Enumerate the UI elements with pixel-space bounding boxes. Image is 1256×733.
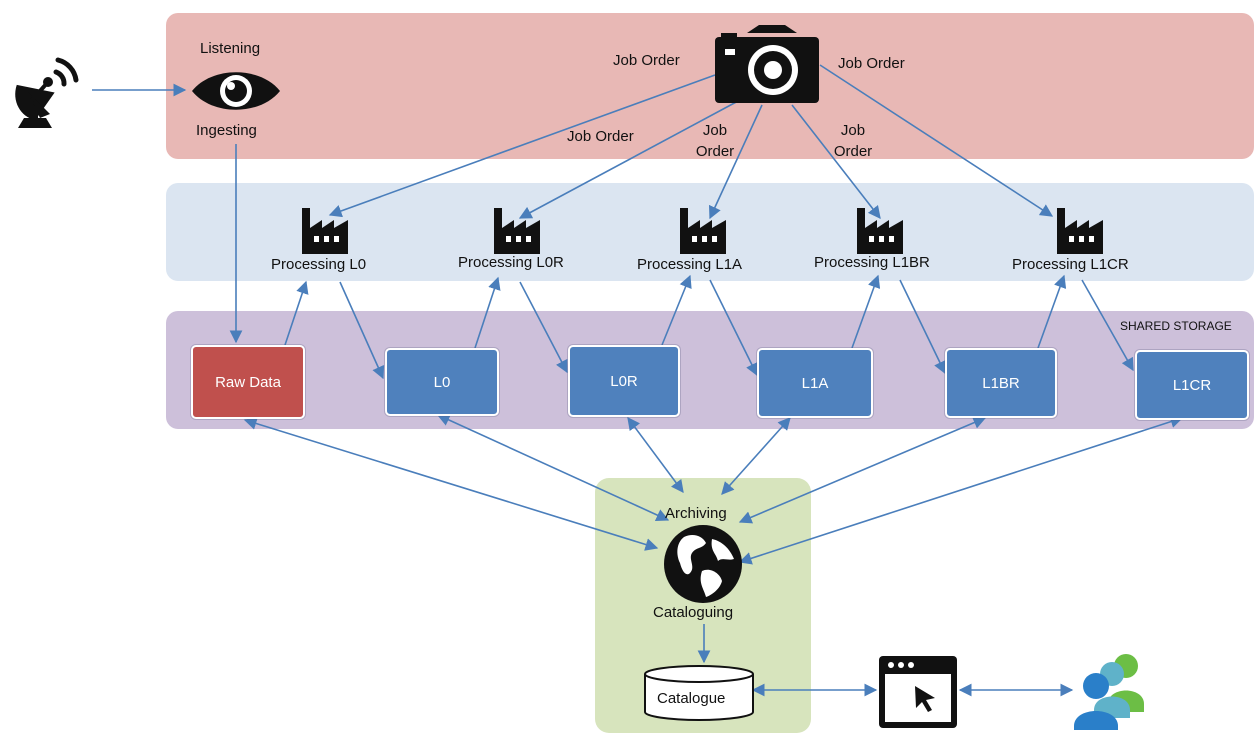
ingesting-label: Ingesting — [196, 122, 257, 139]
factory-icon — [1057, 208, 1103, 254]
arrow-l0-archive — [436, 413, 670, 522]
users-icon — [1074, 654, 1144, 730]
arrow-raw-to-proc-l0 — [284, 280, 309, 346]
arrow-l0r-to-proc-l1a — [661, 274, 692, 346]
shared-storage-title: SHARED STORAGE — [1120, 319, 1232, 333]
arrow-proc-l1cr-to-l1cr — [1081, 279, 1134, 372]
browser-window-icon — [879, 656, 957, 728]
processing-label-l0: Processing L0 — [271, 256, 367, 273]
arrow-l0-to-proc-l0r — [474, 276, 501, 349]
cataloguing-label: Cataloguing — [653, 604, 734, 621]
factory-icon — [494, 208, 540, 254]
l1cr-box: L1CR — [1135, 350, 1249, 420]
factory-icon — [302, 208, 348, 254]
arrow-raw-archive — [243, 417, 659, 551]
arrow-job-l1cr — [819, 64, 1054, 217]
processing-label-l1cr: Processing L1CR — [1012, 256, 1129, 273]
arrow-job-l1a — [709, 104, 763, 220]
job-order-label-5: Job Order — [838, 55, 905, 72]
processing-label-l0r: Processing L0R — [458, 254, 564, 271]
job-order-label-4: Job Order — [833, 122, 873, 160]
archiving-label: Archiving — [665, 505, 727, 522]
arrow-job-l0 — [328, 74, 716, 218]
l0-box: L0 — [385, 348, 499, 416]
camera-icon — [715, 25, 819, 103]
factory-icon — [857, 208, 903, 254]
l1br-box: L1BR — [945, 348, 1057, 418]
job-order-label-2: Job Order — [567, 128, 634, 145]
arrow-l1a-to-proc-l1br — [851, 274, 881, 349]
arrow-job-l1br — [791, 104, 881, 220]
satellite-dish-icon — [15, 57, 79, 128]
shared-storage-band — [166, 311, 1254, 429]
database-icon — [644, 665, 754, 721]
processing-label-l1a: Processing L1A — [637, 256, 743, 273]
eye-icon — [192, 72, 280, 110]
arrow-l1cr-archive — [738, 415, 1184, 565]
job-order-label-1: Job Order — [613, 52, 680, 69]
l1a-box: L1A — [757, 348, 873, 418]
catalogue-label: Catalogue — [657, 690, 726, 707]
listening-label: Listening — [200, 40, 261, 57]
raw-data-box: Raw Data — [191, 345, 305, 419]
arrow-job-l0r — [518, 99, 741, 219]
arrow-proc-l1br-to-l1br — [899, 279, 946, 375]
arrow-l1a-archive — [721, 417, 791, 495]
arrow-l0r-archive — [627, 416, 684, 494]
arrow-proc-l0r-to-l0r — [519, 281, 568, 374]
job-order-label-3: Job Order — [695, 122, 735, 160]
arrow-proc-l0-to-l0 — [339, 281, 385, 380]
factory-icon — [680, 208, 726, 254]
l0r-box: L0R — [568, 345, 680, 417]
globe-icon — [664, 525, 742, 603]
orchestration-band — [166, 13, 1254, 159]
processing-label-l1br: Processing L1BR — [814, 254, 930, 271]
arrow-proc-l1a-to-l1a — [709, 279, 758, 377]
arrow-l1br-to-proc-l1cr — [1037, 274, 1067, 349]
